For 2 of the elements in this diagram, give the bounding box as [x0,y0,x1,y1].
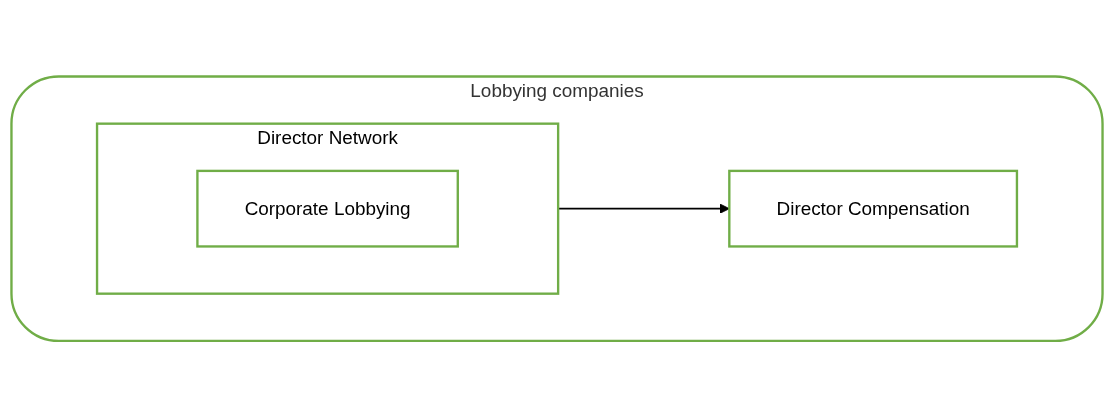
node-box: Corporate Lobbying [196,169,459,248]
node-box: Director Compensation [728,169,1019,248]
